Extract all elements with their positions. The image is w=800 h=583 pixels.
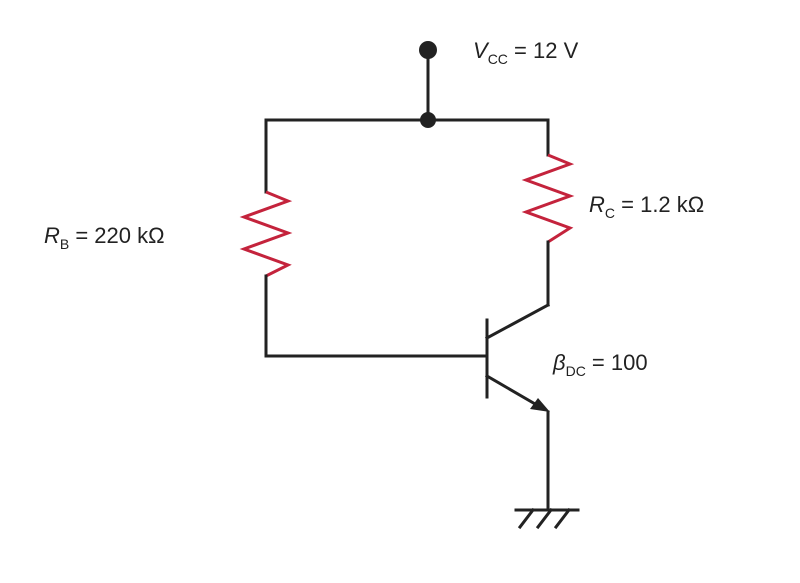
transistor-collector-lead xyxy=(484,302,551,341)
rb-label: RB = 220 kΩ xyxy=(44,223,165,252)
ground-icon xyxy=(514,507,580,530)
rb-resistor xyxy=(239,190,293,278)
rc-label: RC = 1.2 kΩ xyxy=(589,192,704,221)
rc-resistor xyxy=(521,153,575,244)
emitter-arrow-icon xyxy=(530,398,550,412)
vcc-label: VCC = 12 V xyxy=(473,38,579,67)
beta-label: βDC = 100 xyxy=(552,350,648,379)
transistor-emitter-lead xyxy=(484,373,545,411)
